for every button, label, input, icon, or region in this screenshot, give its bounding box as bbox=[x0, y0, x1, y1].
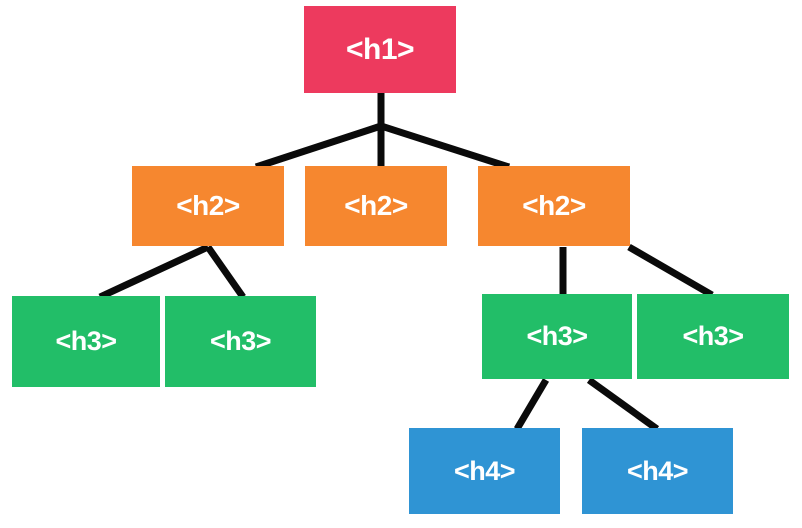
node-h1-root[interactable]: <h1> bbox=[304, 6, 456, 93]
node-h2-first-label: <h2> bbox=[176, 190, 240, 221]
node-h3-fourth-label: <h3> bbox=[682, 321, 744, 351]
node-h3-first-label: <h3> bbox=[55, 326, 117, 356]
node-h4-first-label: <h4> bbox=[453, 455, 516, 486]
node-h2-second-label: <h2> bbox=[344, 190, 408, 221]
node-h3-second-label: <h3> bbox=[209, 326, 272, 356]
node-h4-first[interactable]: <h4> bbox=[409, 428, 560, 514]
node-h2-third-label: <h2> bbox=[522, 190, 586, 221]
node-h3-first[interactable]: <h3> bbox=[12, 296, 160, 387]
node-h4-second[interactable]: <h4> bbox=[582, 428, 733, 514]
edge-junction-to-h2-third bbox=[379, 122, 511, 171]
edge-h2-first-to-h3-second bbox=[205, 244, 246, 300]
node-h3-third-label: <h3> bbox=[526, 321, 588, 351]
node-h2-third[interactable]: <h2> bbox=[478, 166, 630, 246]
node-h3-third[interactable]: <h3> bbox=[482, 294, 632, 379]
edge-junction-to-h2-first bbox=[254, 122, 383, 171]
node-h3-fourth[interactable]: <h3> bbox=[637, 294, 789, 379]
node-h4-second-label: <h4> bbox=[626, 455, 689, 486]
edge-h2-first-to-h3-first bbox=[98, 243, 210, 301]
edge-h3-third-to-h4-second bbox=[586, 377, 660, 432]
edge-h3-third-to-h4-first bbox=[513, 378, 550, 431]
node-h3-second[interactable]: <h3> bbox=[165, 296, 316, 387]
node-h2-second[interactable]: <h2> bbox=[305, 166, 447, 246]
node-h1-root-label: <h1> bbox=[345, 32, 415, 66]
node-h2-first[interactable]: <h2> bbox=[132, 166, 284, 246]
edge-h2-third-to-h3-fourth bbox=[627, 243, 714, 299]
